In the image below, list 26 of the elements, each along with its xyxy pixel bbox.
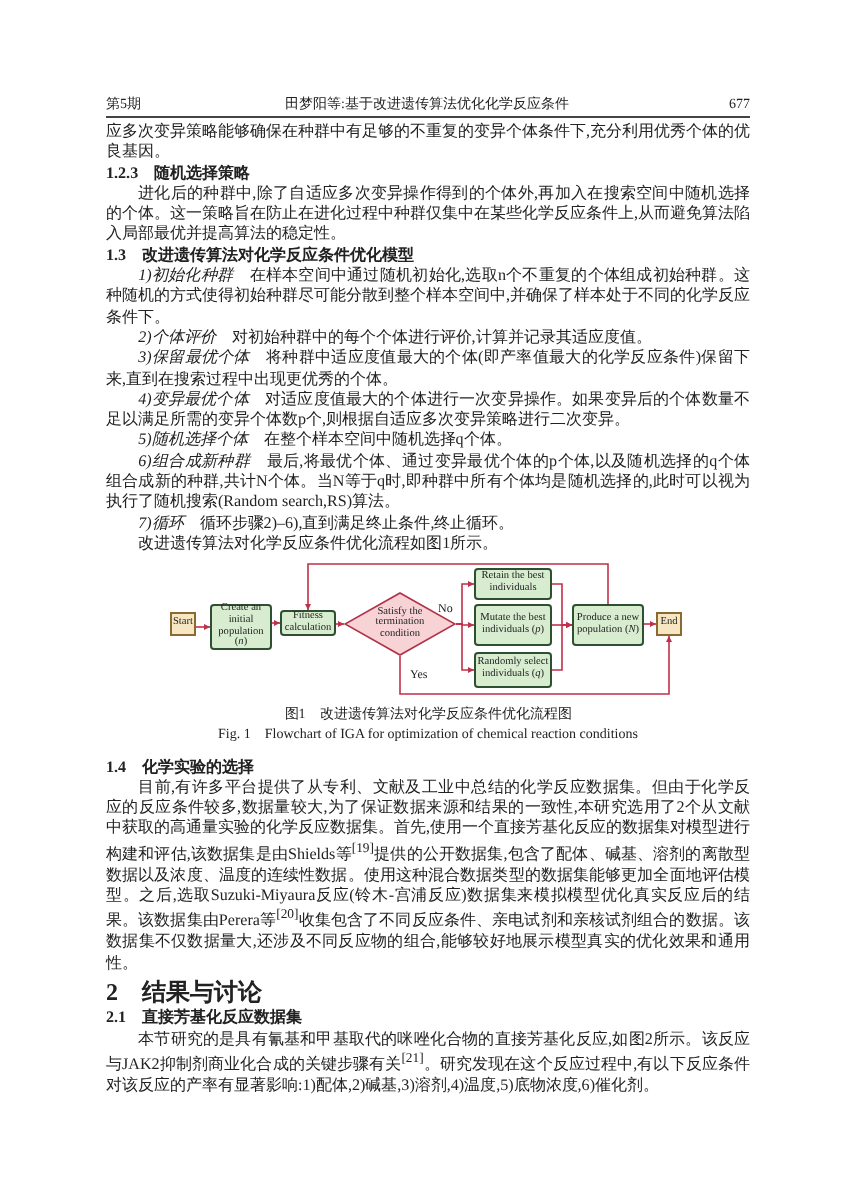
list-item: 4)变异最优个体 对适应度值最大的个体进行一次变异操作。如果变异后的个体数量不足以满足所需的变异个体数p个,则根据自适应多次变异策略进行二次变异。 (106, 389, 750, 430)
list-item: 3)保留最优个体 将种群中适应度值最大的个体(即产率值最大的化学反应条件)保留下来,直到在搜索过程中出现更优秀的个体。 (106, 348, 750, 390)
arrow (399, 635, 673, 695)
list-item: 1)初始化种群 在样本空间中通过随机初始化,选取n个不重复的个体组成初始种群。这种随机的方式使得初始种群尽可能分散到整个样本空间中,并确保了样本处于不同的化学反应条件下。 (106, 266, 750, 328)
body-text: 目前,有许多平台提供了从专利、文献及工业中总结的化学反应数据集。但由于化学反应的反应条件较多,数据量较大,为了保证数据来源和结果的一致性,本研究选用了2个从文献中获取的高通量实验的化学反应数据集。首先,使用一个直接芳基化反应的数据集对模型进行构建和评估,该数据集是由Shields等$^{[19]}$提供的公开数据集,包含了配体、碱基、溶剂的离散型数据以及浓度、温度的连续性数据。使用这种混合数据类型的数据集能够更加全面地评估模型。之后,选取Suzuki-Miyaura反应(铃木-宫浦反应)数据集来模拟模型优化真实反应后的结果。该数据集由Perera等$^{[20]}$收集包含了不同反应条件、亲电试剂和亲核试剂组合的数据。该数据集不仅数据量大,还涉及不同反应物的组合,能够较好地展示模型真实的优化效果和通用性。 (106, 777, 750, 974)
arrow (643, 620, 657, 628)
arrow (551, 621, 573, 671)
body-text: 改进遗传算法对化学反应条件优化流程如图1所示。 (136, 533, 501, 555)
list-item: 7)循环 循环步骤2)–6),直到满足终止条件,终止循环。 (136, 513, 517, 534)
list-item: 6)组合成新种群 最后,将最优个体、通过变异最优个体的p个体,以及随机选择的q个体组合成新的种群,共计N个体。当N等于q时,即种群中所有个体均是随机选择的,此时可以视为执行了随机搜索(Random search,RS)算法。 (106, 451, 750, 514)
body-text: 应多次变异策略能够确保在种群中有足够的不重复的变异个体条件下,充分利用优秀个体的优良基因。 (106, 122, 750, 164)
arrow (271, 619, 281, 627)
arrow (335, 620, 345, 628)
list-item: 2)个体评价 对初始种群中的每个个体进行评价,计算并记录其适应度值。 (136, 327, 654, 348)
section-heading: 2.1 直接芳基化反应数据集 (106, 1008, 305, 1029)
arrow (455, 580, 475, 625)
list-item: 5)随机选择个体 在整个样本空间中随机选择q个体。 (136, 430, 514, 452)
section-heading: 1.2.3 随机选择策略 (106, 163, 253, 184)
body-text: 本节研究的是具有氰基和甲基取代的咪唑化合物的直接芳基化反应,如图2所示。该反应与JAK2抑制剂商业化合成的关键步骤有关$^{[21]}$。研究发现在这个反应过程中,有以下反应条件对该反应的产率有显著影响:1)配体,2)碱基,3)溶剂,4)温度,5)底物浓度,6)催化剂。 (106, 1029, 750, 1097)
section-heading: 2 结果与讨论 (106, 981, 264, 1003)
arrow (304, 563, 609, 611)
arrow (195, 623, 211, 631)
body-text: 进化后的种群中,除了自适应多次变异操作得到的个体外,再加入在搜索空间中随机选择的个体。这一策略旨在防止在进化过程中种群仅集中在某些化学反应条件上,从而避免算法陷入局部最优并提高算法的稳定性。 (106, 183, 750, 246)
section-heading: 1.4 化学实验的选择 (106, 757, 257, 778)
arrow (455, 623, 475, 674)
section-heading: 1.3 改进遗传算法对化学反应条件优化模型 (106, 245, 417, 266)
